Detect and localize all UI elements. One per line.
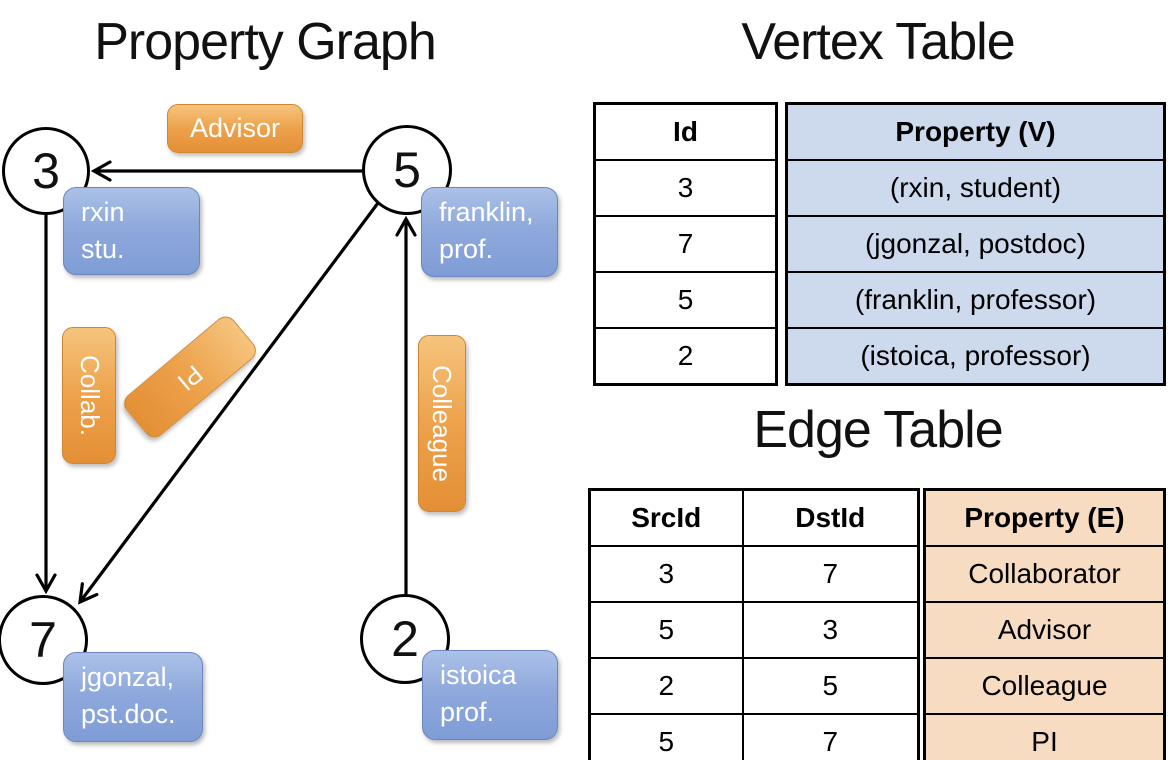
vertex-table-id-header: Id (593, 102, 778, 161)
edge-table-property-header: Property (E) (923, 488, 1166, 547)
edge-pi-5-to-7 (80, 202, 380, 602)
edge-label-text: Advisor (189, 113, 281, 143)
table-cell: Advisor (923, 601, 1166, 659)
table-cell: 5 (588, 601, 744, 659)
vertex-property-line: prof. (439, 234, 494, 264)
table-cell: 2 (588, 657, 744, 715)
vertex-property-line: stu. (81, 234, 125, 264)
table-cell: (istoica, professor) (785, 327, 1166, 386)
edge-table-property-column: Property (E) Collaborator Advisor Collea… (923, 488, 1166, 760)
node-id-label: 3 (32, 143, 60, 199)
table-cell: 5 (741, 657, 920, 715)
table-cell: 3 (741, 601, 920, 659)
edge-label-colleague: Colleague (418, 335, 466, 512)
table-cell: 5 (588, 713, 744, 760)
vertex-property-line: pst.doc. (81, 699, 176, 729)
table-cell: 3 (588, 545, 744, 603)
table-cell: Collaborator (923, 545, 1166, 603)
table-cell: 3 (593, 159, 778, 217)
table-cell: Colleague (923, 657, 1166, 715)
node-id-label: 5 (393, 142, 421, 198)
table-cell: 2 (593, 327, 778, 386)
table-cell: 7 (741, 713, 920, 760)
edge-label-text: Collab. (74, 355, 105, 436)
vertex-property-box-rxin: rxin stu. (63, 187, 200, 275)
vertex-property-line: jgonzal, (81, 662, 175, 692)
table-cell: 7 (741, 545, 920, 603)
edge-label-collab: Collab. (62, 327, 116, 464)
graph-node-5: 5 (362, 125, 452, 215)
vertex-property-box-jgonzal: jgonzal, pst.doc. (63, 652, 203, 742)
vertex-property-box-istoica: istoica prof. (422, 650, 558, 740)
node-id-label: 7 (29, 612, 57, 668)
edge-table-title: Edge Table (753, 401, 1003, 459)
edge-label-text: Colleague (427, 364, 458, 483)
edge-table-srcid-header: SrcId (588, 488, 744, 547)
graph-edges (0, 0, 560, 760)
table-cell: 5 (593, 271, 778, 329)
vertex-property-line: prof. (440, 697, 495, 727)
node-id-label: 2 (391, 611, 419, 667)
table-cell: (rxin, student) (785, 159, 1166, 217)
vertex-property-box-franklin: franklin, prof. (421, 187, 558, 277)
table-cell: PI (923, 713, 1166, 760)
edge-label-text: PI (172, 359, 209, 396)
vertex-property-line: franklin, (439, 197, 534, 227)
edge-table-id-columns: SrcId DstId 3 7 5 3 2 5 5 7 (588, 488, 920, 760)
vertex-table-property-column: Property (V) (rxin, student) (jgonzal, p… (785, 102, 1166, 386)
vertex-table-id-column: Id 3 7 5 2 (593, 102, 778, 386)
edge-label-advisor: Advisor (167, 104, 303, 153)
table-cell: 7 (593, 215, 778, 273)
graph-node-2: 2 (360, 594, 450, 684)
vertex-property-line: rxin (81, 197, 125, 227)
table-cell: (jgonzal, postdoc) (785, 215, 1166, 273)
vertex-table-title: Vertex Table (741, 13, 1015, 71)
property-graph-title: Property Graph (94, 13, 437, 71)
vertex-table-property-header: Property (V) (785, 102, 1166, 161)
vertex-property-line: istoica (440, 660, 517, 690)
edge-table-dstid-header: DstId (741, 488, 920, 547)
table-cell: (franklin, professor) (785, 271, 1166, 329)
